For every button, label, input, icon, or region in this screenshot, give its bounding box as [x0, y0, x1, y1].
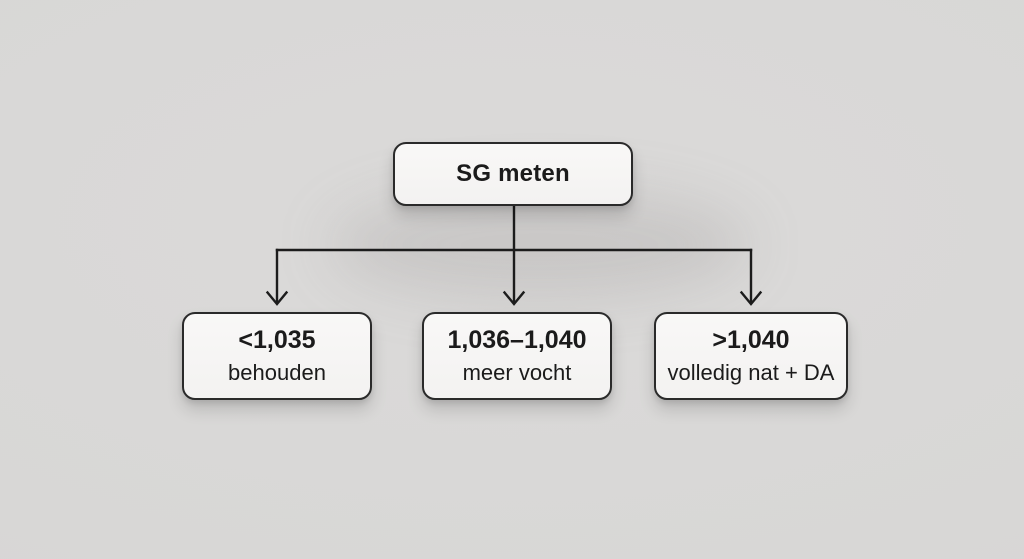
arrow-down-icon	[739, 290, 763, 306]
node-sg-low: <1,035 behouden	[182, 312, 372, 400]
root-node: SG meten	[393, 142, 633, 206]
node-action: meer vocht	[462, 360, 572, 386]
node-value: 1,036–1,040	[447, 326, 587, 355]
node-value: <1,035	[238, 326, 316, 355]
arrow-down-icon	[265, 290, 289, 306]
ambient-shadow	[330, 190, 750, 300]
node-action: behouden	[228, 360, 326, 386]
node-value: >1,040	[712, 326, 790, 355]
root-label: SG meten	[456, 160, 570, 187]
node-sg-high: >1,040 volledig nat + DA	[654, 312, 848, 400]
arrow-down-icon	[502, 290, 526, 306]
node-sg-mid: 1,036–1,040 meer vocht	[422, 312, 612, 400]
node-action: volledig nat + DA	[667, 360, 835, 386]
